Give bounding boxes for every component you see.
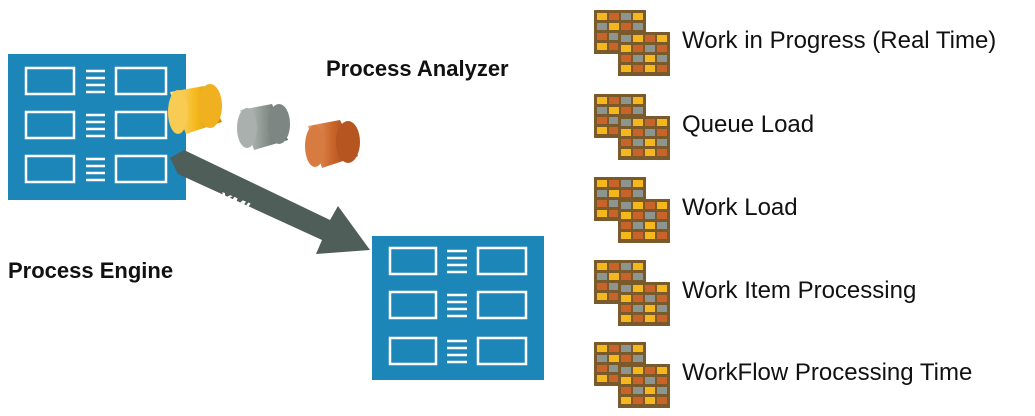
report-label-work-item-processing: Work Item Processing <box>682 277 917 304</box>
process-analyzer-label: Process Analyzer <box>326 56 509 81</box>
report-item: Queue Load <box>592 92 1035 164</box>
report-grid-icon <box>594 342 670 408</box>
report-label-queue-load: Queue Load <box>682 111 815 138</box>
report-item: WorkFlow Processing Time <box>592 340 1035 412</box>
report-item: Work Load <box>592 175 1035 247</box>
report-grid-icon <box>594 94 670 160</box>
report-grid-icon <box>594 260 670 326</box>
report-label-workflow-processing-time: WorkFlow Processing Time <box>682 359 973 386</box>
database-cylinder-icon-yellow <box>168 84 222 134</box>
database-cylinder-icon-orange <box>305 120 360 168</box>
process-analyzer-server-icon <box>372 236 544 380</box>
report-grid-icon <box>594 10 670 76</box>
xml-arrow <box>170 150 370 254</box>
process-engine-server-icon <box>8 54 186 200</box>
process-engine-label: Process Engine <box>8 258 174 283</box>
database-cylinder-icon-gray <box>237 104 290 150</box>
report-item: Work Item Processing <box>592 258 1035 330</box>
report-label-work-load: Work Load <box>682 194 798 221</box>
report-grid-icon <box>594 177 670 243</box>
report-label-work-in-progress: Work in Progress (Real Time) <box>682 27 997 54</box>
report-item: Work in Progress (Real Time) <box>592 8 1035 80</box>
